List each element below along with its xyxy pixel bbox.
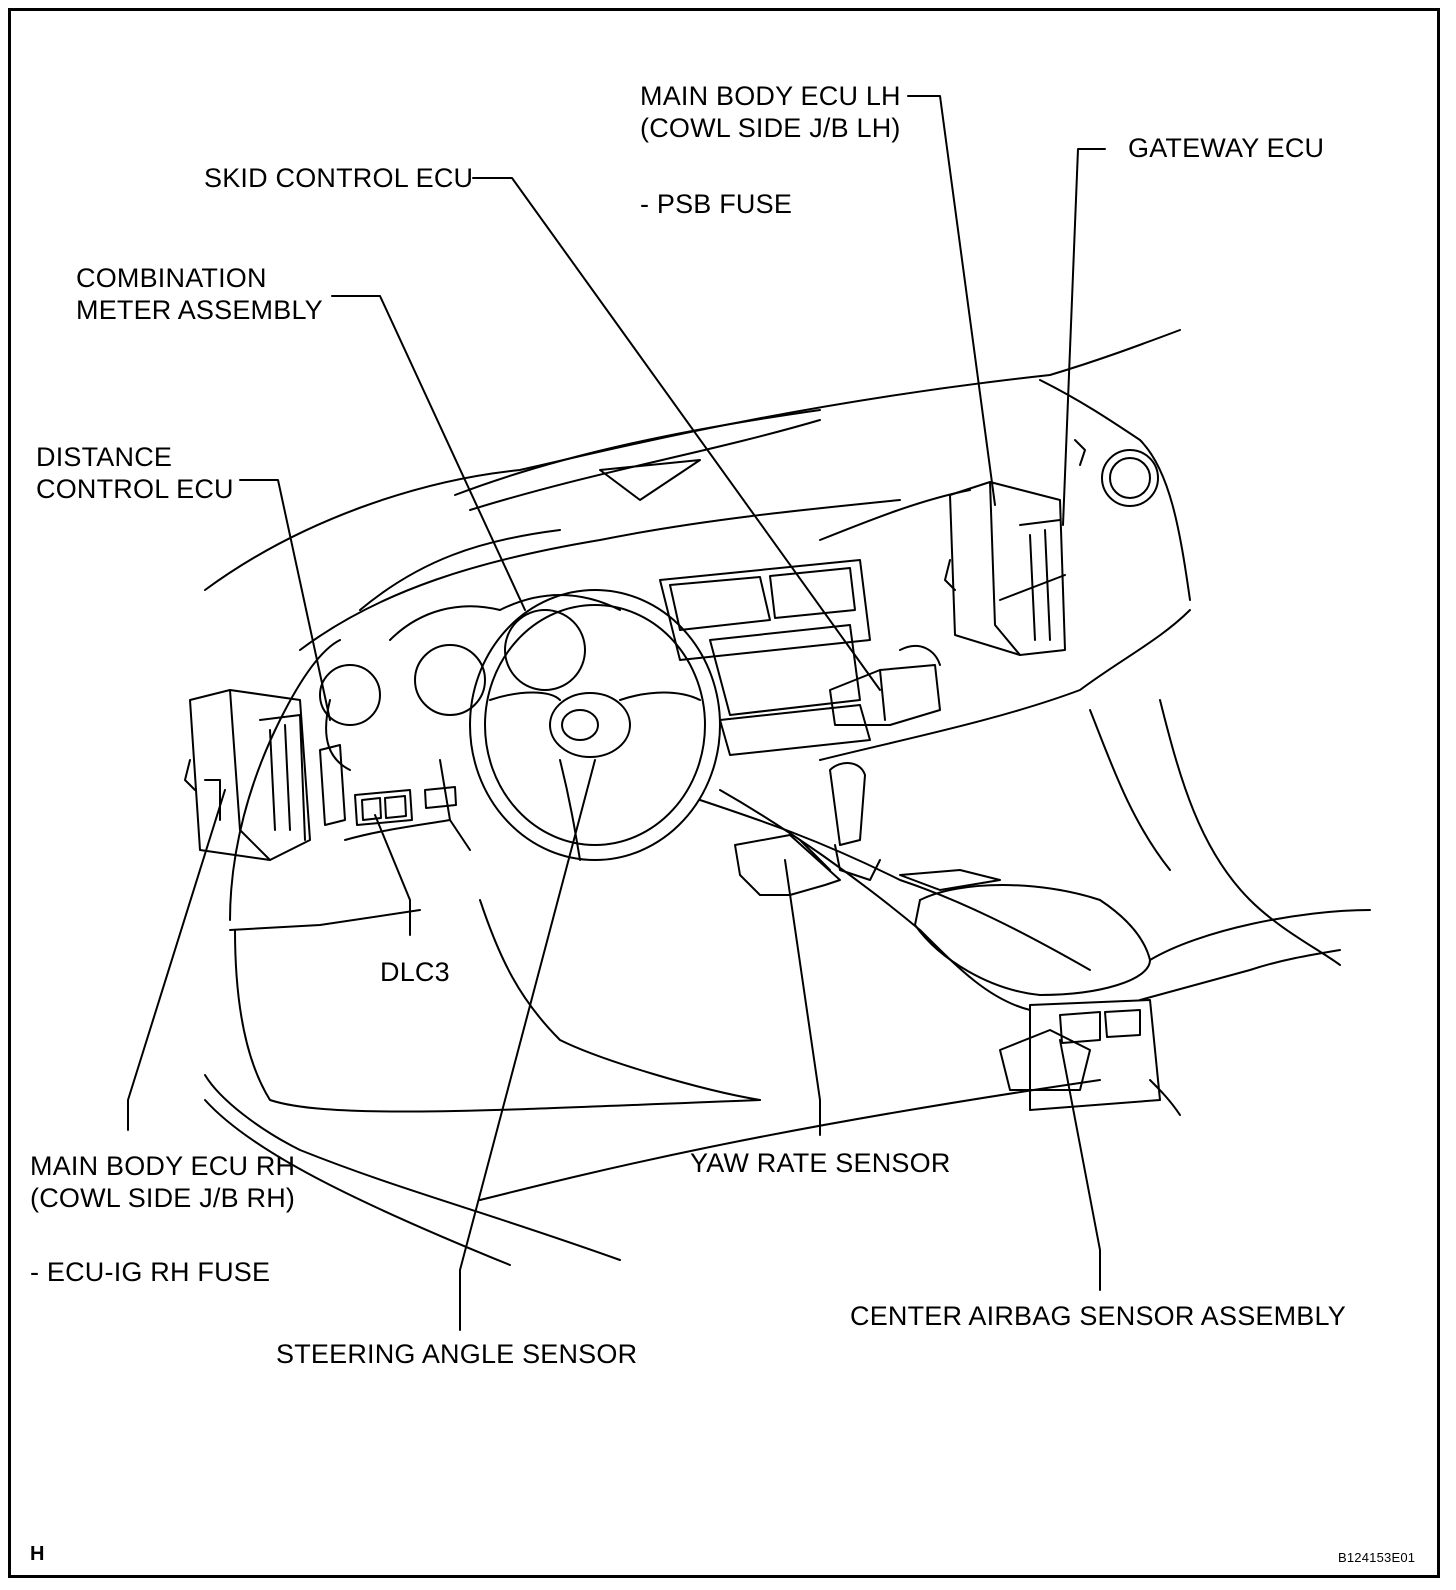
label-cowl-side-jb-rh: (COWL SIDE J/B RH) (30, 1183, 296, 1213)
dashboard-outline (204, 329, 1191, 1266)
leader-lines (127, 95, 1106, 1331)
center-display (659, 559, 1091, 1011)
leader-steering-angle (459, 759, 596, 1331)
label-distance-line2: CONTROL ECU (36, 474, 234, 504)
leader-distance-control-ecu (239, 479, 331, 721)
left-ecu-unit (184, 689, 346, 861)
label-combination-line2: METER ASSEMBLY (76, 295, 323, 325)
label-distance-line1: DISTANCE (36, 442, 173, 472)
right-ecu-unit (944, 481, 1066, 656)
label-main-body-ecu-lh: MAIN BODY ECU LH (640, 81, 901, 111)
leader-main-body-ecu-lh (907, 95, 996, 506)
label-steering-angle-sensor: STEERING ANGLE SENSOR (276, 1339, 638, 1369)
switch-panels (344, 786, 457, 841)
air-vent (1074, 439, 1159, 507)
leader-dlc3 (374, 814, 411, 936)
leader-main-body-ecu-rh (127, 789, 226, 1131)
figure-code: B124153E01 (1338, 1550, 1416, 1565)
label-cowl-side-jb-lh: (COWL SIDE J/B LH) (640, 113, 901, 143)
leader-yaw-rate-sensor (784, 859, 821, 1136)
label-skid-control-ecu: SKID CONTROL ECU (204, 163, 474, 193)
label-main-body-ecu-rh: MAIN BODY ECU RH (30, 1151, 296, 1181)
label-ecu-ig-rh-fuse: - ECU-IG RH FUSE (30, 1257, 271, 1287)
figure-frame (8, 8, 1440, 1578)
skid-control-ecu-box (829, 645, 941, 726)
corner-mark: H (30, 1543, 45, 1565)
leader-gateway-ecu (1062, 148, 1106, 526)
gauge-cluster (319, 594, 621, 771)
leader-combination-meter (331, 295, 526, 611)
label-center-airbag-sensor: CENTER AIRBAG SENSOR ASSEMBLY (850, 1301, 1346, 1331)
label-yaw-rate-sensor: YAW RATE SENSOR (690, 1148, 951, 1178)
label-dlc3: DLC3 (380, 957, 450, 987)
label-gateway-ecu: GATEWAY ECU (1128, 133, 1325, 163)
label-psb-fuse: - PSB FUSE (640, 189, 793, 219)
leader-center-airbag (1059, 1039, 1101, 1291)
label-combination-line1: COMBINATION (76, 263, 267, 293)
leader-skid-control-ecu (472, 177, 881, 691)
steering-wheel (439, 589, 721, 861)
center-console (734, 699, 1371, 1116)
